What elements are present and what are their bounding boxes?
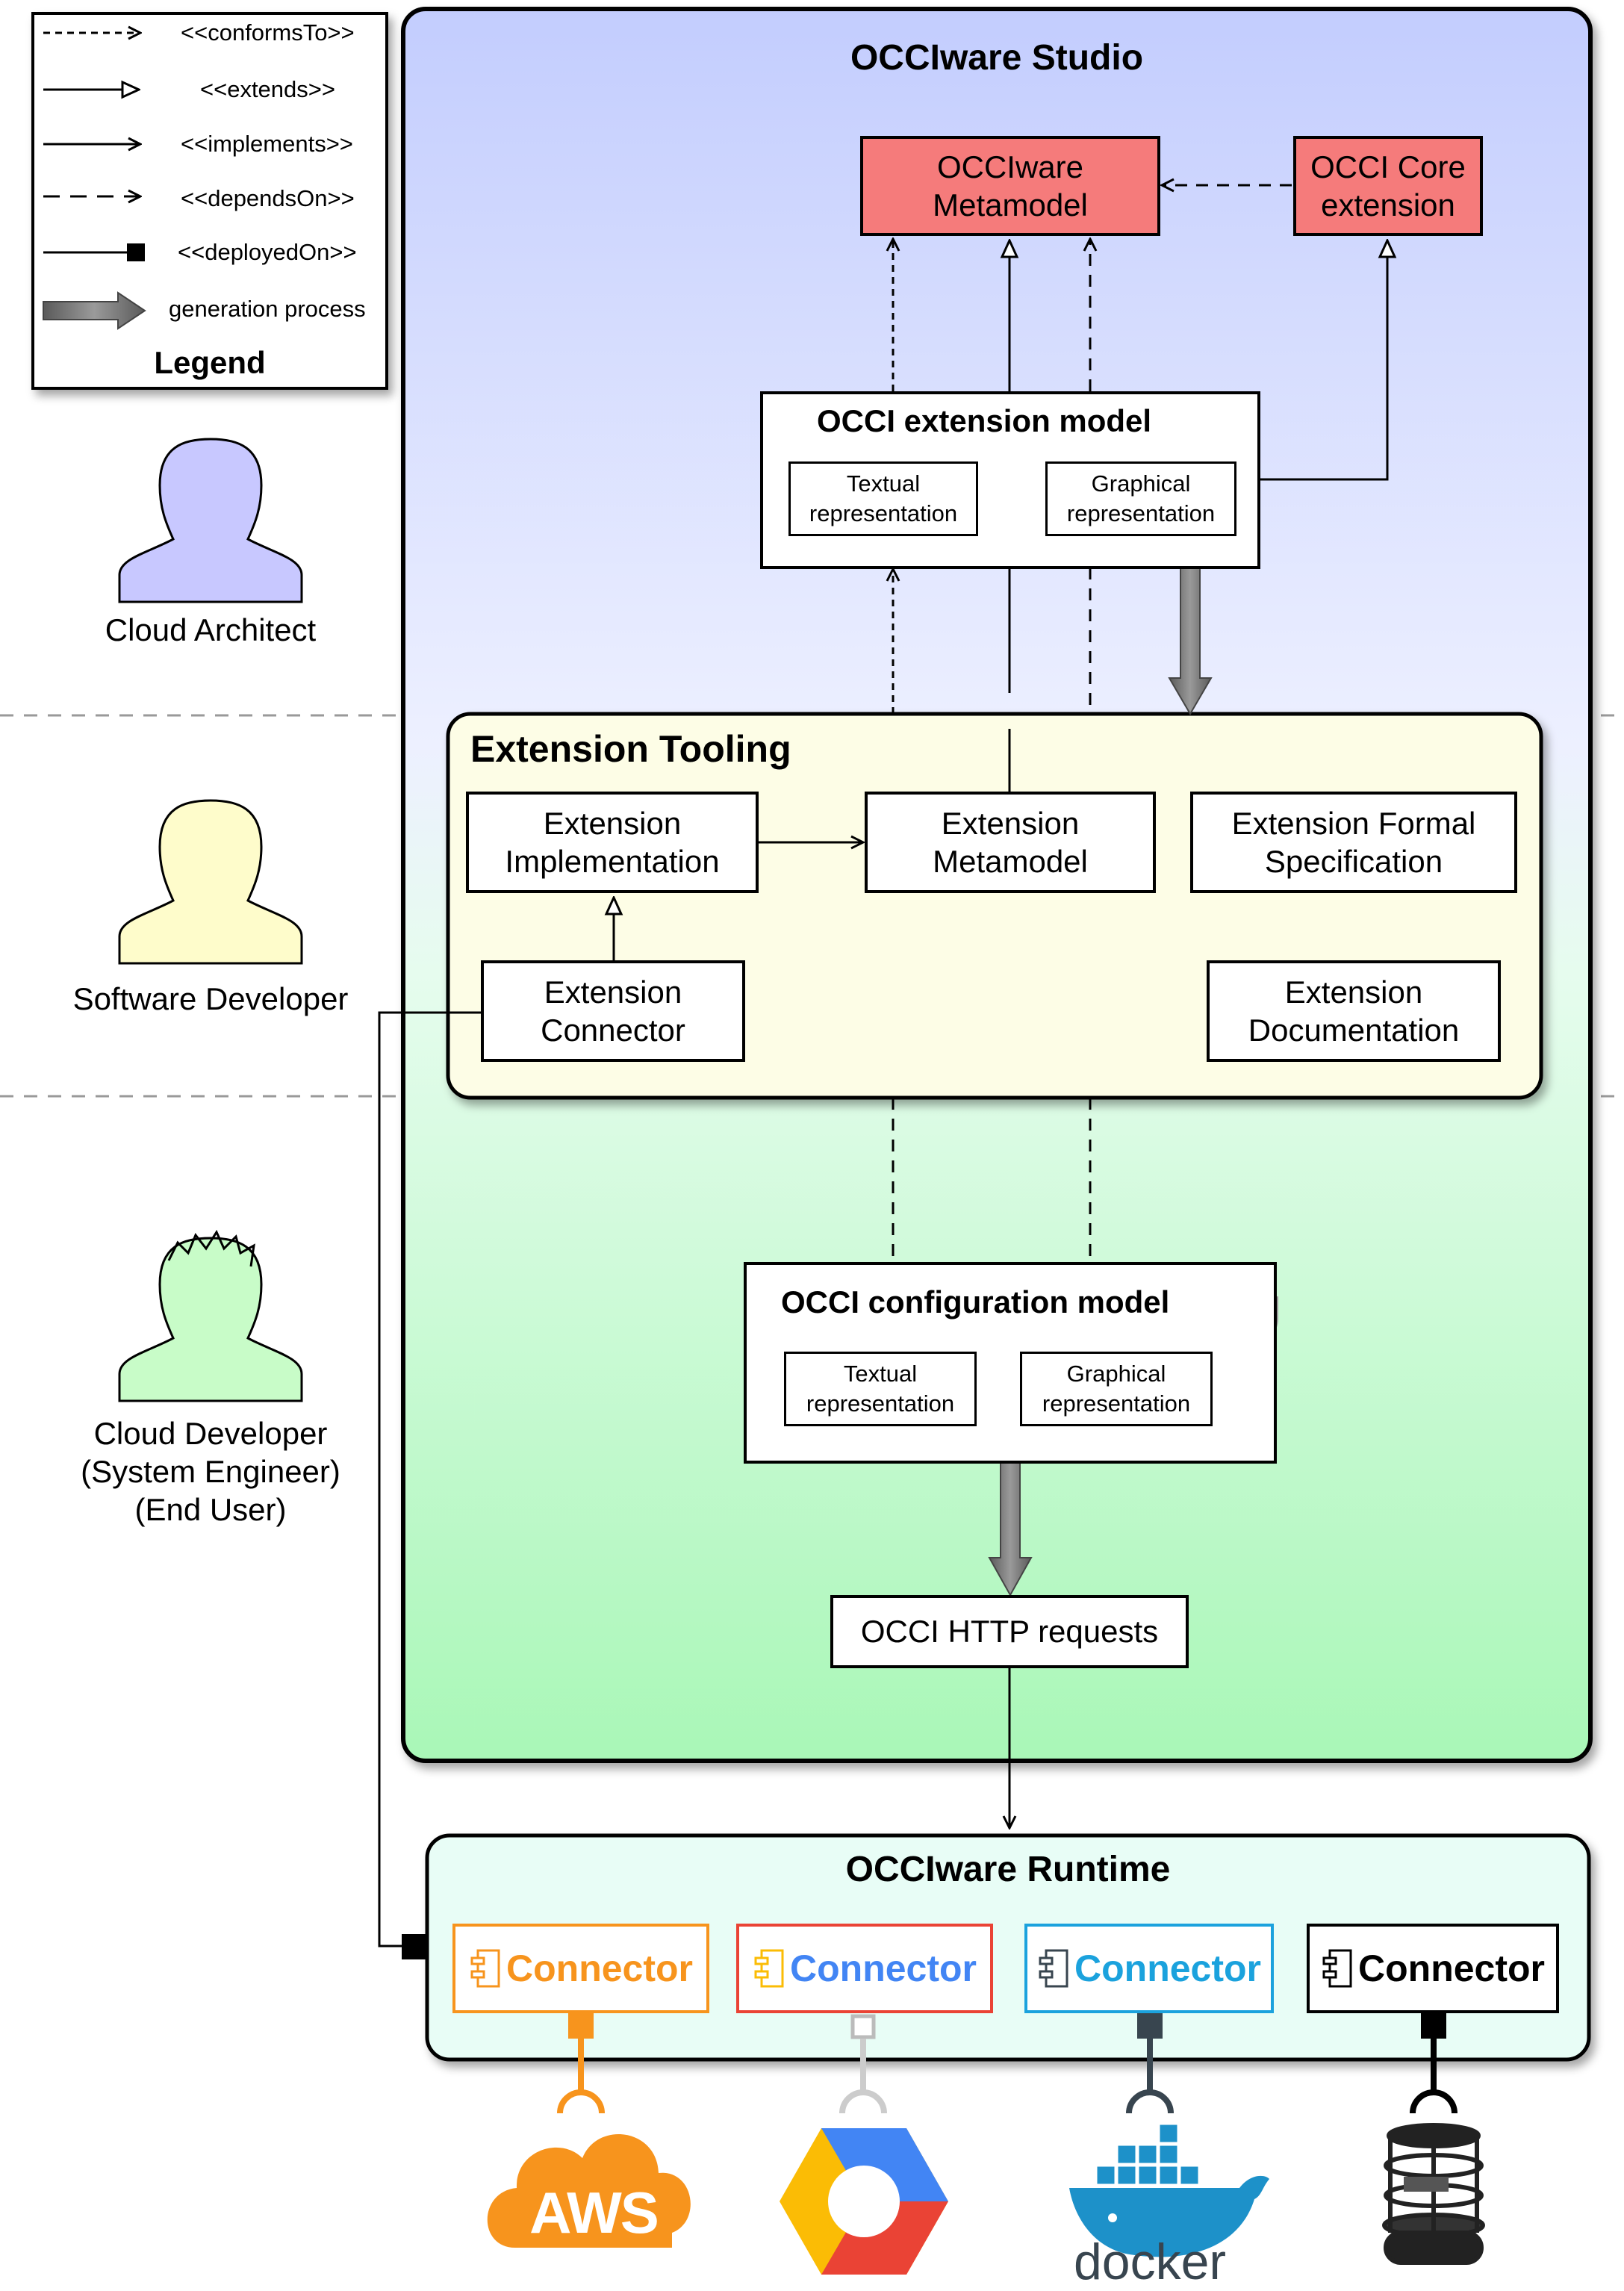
extension-metamodel-box[interactable]: Extension Metamodel bbox=[865, 792, 1156, 893]
software-developer-avatar bbox=[118, 799, 303, 965]
aws-logo-icon bbox=[487, 2133, 691, 2248]
google-plug bbox=[839, 2014, 887, 2114]
occi-core-extension-box[interactable]: OCCI Core extension bbox=[1293, 136, 1483, 236]
google-cloud-logo-icon bbox=[780, 2128, 948, 2275]
legend-generation-label: generation process bbox=[169, 296, 366, 322]
extension-model-graphical-box[interactable]: Graphical representation bbox=[1045, 461, 1236, 536]
google-connector[interactable]: Connector bbox=[736, 1924, 993, 2013]
robot-connector[interactable]: Connector bbox=[1307, 1924, 1559, 2013]
software-developer-label: Software Developer bbox=[72, 981, 349, 1016]
legend-implements-label: <<implements>> bbox=[181, 131, 353, 157]
extension-tooling-title: Extension Tooling bbox=[470, 728, 791, 770]
occi-http-requests-box[interactable]: OCCI HTTP requests bbox=[830, 1595, 1189, 1668]
docker-logo-icon bbox=[1069, 2122, 1269, 2257]
config-model-textual-box[interactable]: Textual representation bbox=[784, 1352, 977, 1426]
docker-connector-label: Connector bbox=[1074, 1947, 1261, 1989]
component-icon bbox=[754, 1949, 784, 1988]
aws-connector[interactable]: Connector bbox=[452, 1924, 709, 2013]
extension-documentation-box[interactable]: Extension Documentation bbox=[1207, 960, 1501, 1062]
extension-formal-specification-box[interactable]: Extension Formal Specification bbox=[1190, 792, 1517, 893]
legend-depends-on-label: <<dependsOn>> bbox=[181, 185, 355, 211]
aws-plug bbox=[557, 2013, 605, 2114]
aws-logo-text: AWS bbox=[529, 2180, 659, 2245]
occi-configuration-model-title: OCCI configuration model bbox=[781, 1284, 1170, 1319]
component-icon bbox=[1039, 1949, 1068, 1988]
docker-connector[interactable]: Connector bbox=[1024, 1924, 1274, 2013]
extension-model-textual-box[interactable]: Textual representation bbox=[788, 461, 978, 536]
legend-extends-label: <<extends>> bbox=[200, 76, 335, 102]
aws-connector-label: Connector bbox=[506, 1947, 693, 1989]
google-connector-label: Connector bbox=[790, 1947, 977, 1989]
cloud-developer-label: Cloud Developer (System Engineer) (End U… bbox=[81, 1416, 340, 1528]
cloud-architect-avatar bbox=[118, 438, 303, 603]
docker-logo-text: docker bbox=[1073, 2234, 1227, 2290]
legend-title: Legend bbox=[154, 345, 266, 380]
occiware-metamodel-box[interactable]: OCCIware Metamodel bbox=[860, 136, 1160, 236]
cloud-architect-label: Cloud Architect bbox=[105, 612, 317, 647]
extension-implementation-box[interactable]: Extension Implementation bbox=[466, 792, 759, 893]
legend-deployed-on-label: <<deployedOn>> bbox=[178, 239, 357, 265]
component-icon bbox=[1322, 1949, 1352, 1988]
legend-box bbox=[31, 12, 388, 390]
studio-title: OCCIware Studio bbox=[850, 38, 1144, 78]
cloud-developer-avatar bbox=[118, 1229, 303, 1402]
runtime-title: OCCIware Runtime bbox=[845, 1850, 1171, 1889]
occi-extension-model-title: OCCI extension model bbox=[817, 403, 1152, 438]
robot-plug bbox=[1410, 2013, 1457, 2114]
robot-connector-label: Connector bbox=[1358, 1947, 1545, 1989]
legend-conforms-to-label: <<conformsTo>> bbox=[181, 19, 355, 46]
turtlebot-robot-icon bbox=[1382, 2123, 1485, 2265]
config-model-graphical-box[interactable]: Graphical representation bbox=[1020, 1352, 1213, 1426]
docker-plug bbox=[1126, 2013, 1174, 2114]
component-icon bbox=[470, 1949, 500, 1988]
extension-connector-box[interactable]: Extension Connector bbox=[481, 960, 745, 1062]
